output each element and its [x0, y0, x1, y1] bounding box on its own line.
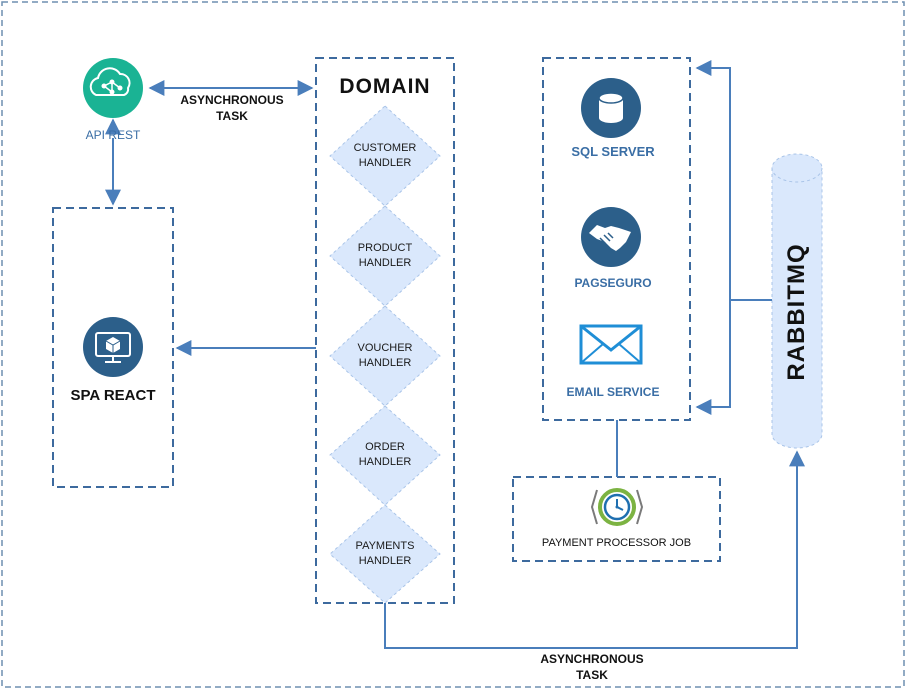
email-service-label: EMAIL SERVICE — [566, 385, 660, 399]
rabbit-services-bottom-connector — [695, 300, 731, 415]
handshake-icon — [581, 207, 641, 267]
customer-handler-line2: HANDLER — [358, 157, 412, 169]
handler-diamonds — [329, 105, 441, 604]
domain-title: DOMAIN — [339, 75, 431, 98]
database-icon — [581, 78, 641, 138]
order-handler-line1: ORDER — [365, 441, 405, 453]
connectors — [105, 60, 805, 649]
voucher-handler-line1: VOUCHER — [357, 342, 413, 354]
payments-rabbit-connector — [384, 450, 805, 649]
rabbit-services-top-connector — [695, 60, 731, 300]
customer-handler-line1: CUSTOMER — [353, 142, 417, 154]
customer-handler-shape — [329, 105, 441, 207]
cloud-network-icon — [83, 58, 143, 118]
product-handler-line1: PRODUCT — [357, 242, 413, 254]
async-task-top-line1: ASYNCHRONOUS — [180, 93, 284, 107]
voucher-handler-line2: HANDLER — [358, 357, 412, 369]
async-task-top-line2: TASK — [216, 109, 248, 123]
rabbitmq-label: RABBITMQ — [783, 243, 810, 381]
payments-handler-line1: PAYMENTS — [355, 540, 415, 552]
sql-server-label: SQL SERVER — [571, 144, 655, 159]
product-handler: PRODUCT HANDLER — [330, 241, 440, 271]
monitor-cube-icon — [83, 317, 143, 377]
order-handler-shape — [329, 405, 441, 506]
voucher-handler-shape — [329, 305, 441, 407]
product-handler-line2: HANDLER — [358, 257, 412, 269]
payments-handler-line2: HANDLER — [358, 555, 412, 567]
product-handler-shape — [329, 205, 441, 307]
order-handler-line2: HANDLER — [358, 456, 412, 468]
pagseguro-label: PAGSEGURO — [574, 276, 652, 290]
async-task-bottom-line1: ASYNCHRONOUS — [540, 652, 644, 666]
rabbitmq-cylinder — [771, 153, 823, 449]
customer-handler: CUSTOMER HANDLER — [330, 141, 440, 171]
voucher-handler: VOUCHER HANDLER — [330, 341, 440, 371]
spa-react-label: SPA REACT — [70, 387, 156, 404]
payments-handler-shape — [329, 504, 441, 604]
api-rest-label: API REST — [85, 128, 141, 142]
clock-refresh-icon — [590, 488, 644, 526]
payments-handler: PAYMENTS HANDLER — [330, 539, 440, 569]
async-task-bottom-line2: TASK — [576, 668, 608, 682]
envelope-icon — [579, 324, 643, 365]
order-handler: ORDER HANDLER — [330, 440, 440, 470]
payment-processor-job-label: PAYMENT PROCESSOR JOB — [541, 537, 692, 549]
